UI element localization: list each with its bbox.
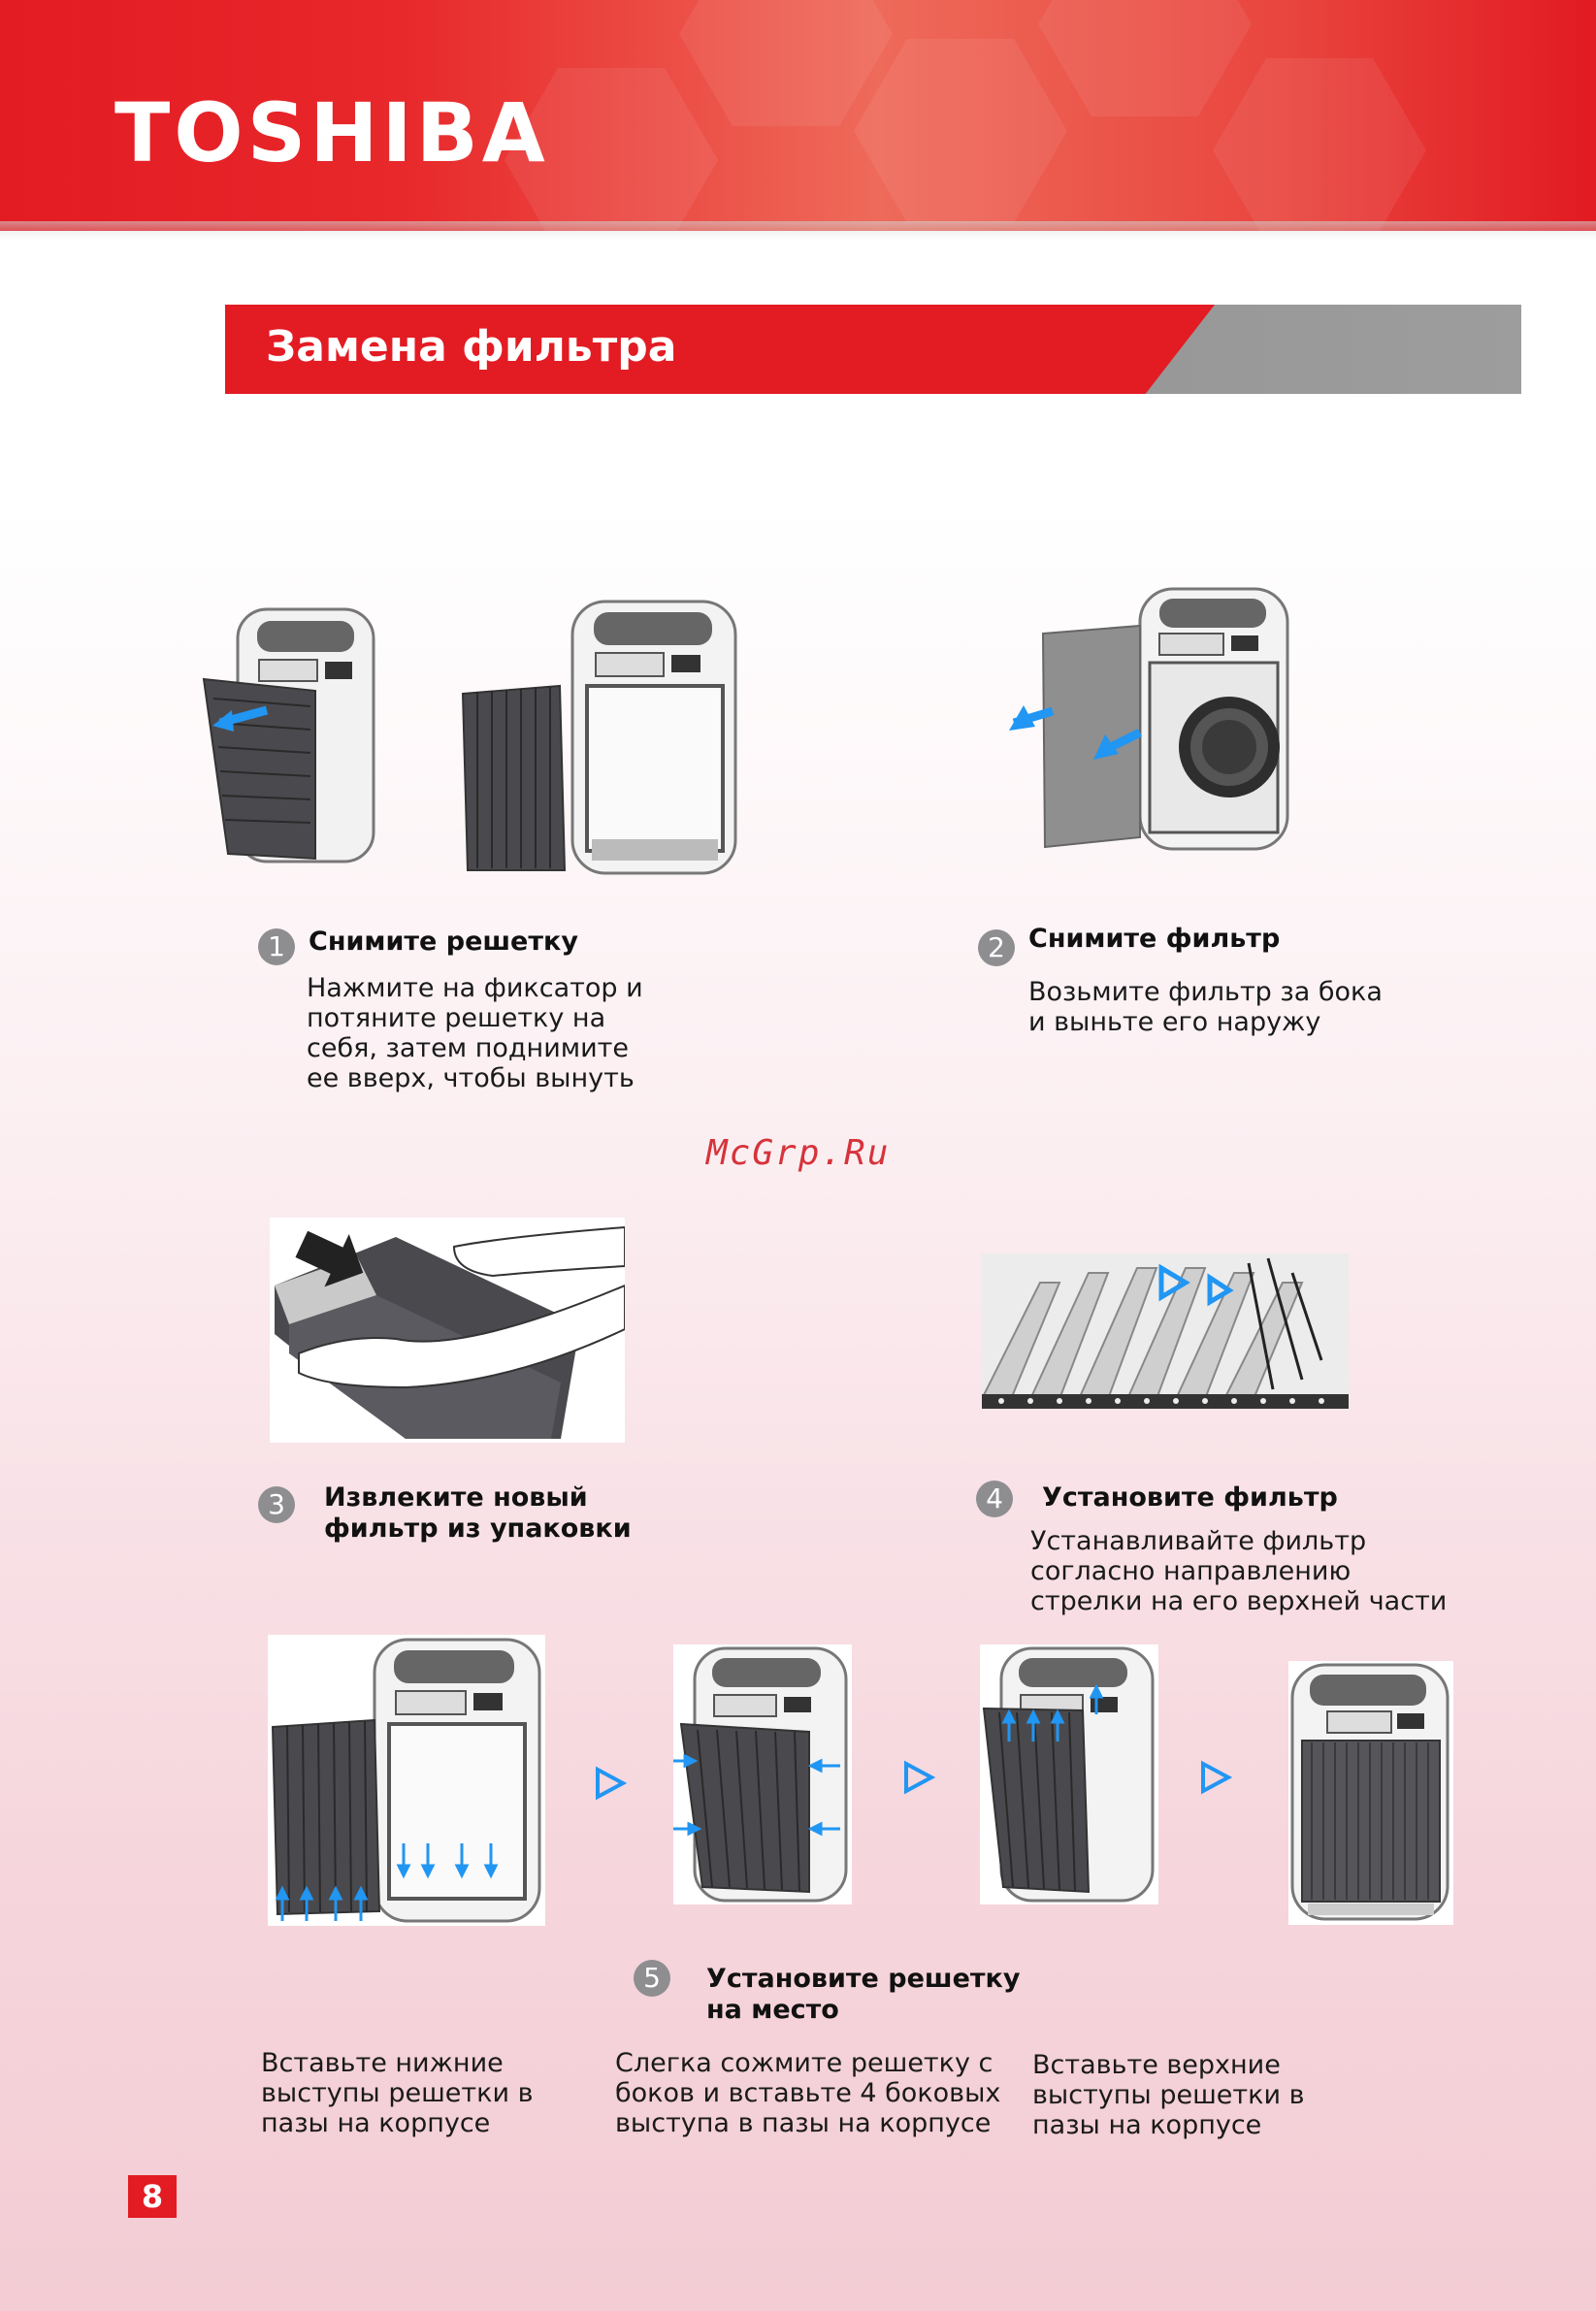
grille-top-insert-illustration bbox=[980, 1644, 1158, 1904]
watermark: McGrp.Ru bbox=[706, 1133, 891, 1173]
step-5c-description: Вставьте верхние выступы решетки в пазы … bbox=[1032, 2050, 1304, 2140]
pleated-filter-illustration bbox=[982, 1253, 1349, 1409]
grille-side-insert-illustration bbox=[673, 1644, 852, 1904]
step-1-desc-line: себя, затем поднимите bbox=[307, 1033, 630, 1063]
step-1-number: 1 bbox=[258, 928, 295, 965]
step-4-desc-line: стрелки на его верхней части bbox=[1030, 1586, 1448, 1616]
step-5-number: 5 bbox=[634, 1960, 670, 1997]
hands-unpacking-illustration bbox=[270, 1218, 625, 1443]
step-4-desc-line: согласно направлению bbox=[1030, 1556, 1352, 1586]
step-4-desc-line: Устанавливайте фильтр bbox=[1030, 1526, 1367, 1556]
next-arrow-icon bbox=[596, 1766, 627, 1801]
step-5a-desc-line: выступы решетки в bbox=[261, 2078, 534, 2108]
step-3-title: Извлеките новый фильтр из упаковки bbox=[324, 1482, 632, 1545]
step-5a-desc-line: Вставьте нижние bbox=[261, 2048, 504, 2078]
page-number: 8 bbox=[128, 2175, 177, 2218]
step-5b-desc-line: Слегка сожмите решетку с bbox=[615, 2048, 993, 2078]
hex-pattern bbox=[1038, 0, 1252, 116]
step-2-description: Возьмите фильтр за бока и выньте его нар… bbox=[1028, 977, 1383, 1037]
step-5c-desc-line: выступы решетки в bbox=[1032, 2080, 1305, 2110]
step-3-number: 3 bbox=[258, 1486, 295, 1523]
filter-removal-illustration bbox=[1009, 587, 1289, 851]
purifier-grille-release-illustration bbox=[202, 607, 375, 863]
step-2-title: Снимите фильтр bbox=[1028, 924, 1281, 954]
section-title-bar: Замена фильтра bbox=[225, 305, 1521, 394]
step-1-title: Снимите решетку bbox=[309, 927, 578, 957]
purifier-grille-removed-illustration bbox=[461, 600, 737, 875]
purifier-assembled-illustration bbox=[1288, 1661, 1453, 1925]
step-4-title: Установите фильтр bbox=[1042, 1482, 1338, 1513]
step-5c-desc-line: Вставьте верхние bbox=[1032, 2050, 1281, 2080]
step-1-desc-line: потяните решетку на bbox=[307, 1003, 606, 1033]
step-1-desc-line: Нажмите на фиксатор и bbox=[307, 973, 643, 1003]
step-5a-desc-line: пазы на корпусе bbox=[261, 2108, 491, 2138]
hex-pattern bbox=[1213, 58, 1426, 231]
step-1-desc-line: ее вверх, чтобы вынуть bbox=[307, 1063, 635, 1093]
section-title: Замена фильтра bbox=[266, 322, 677, 372]
step-4-number: 4 bbox=[976, 1481, 1013, 1517]
step-3-title-line: фильтр из упаковки bbox=[324, 1514, 632, 1544]
toshiba-logo: TOSHIBA bbox=[114, 85, 549, 180]
step-5b-desc-line: боков и вставьте 4 боковых bbox=[615, 2078, 1001, 2108]
step-5a-description: Вставьте нижние выступы решетки в пазы н… bbox=[261, 2048, 533, 2138]
step-4-description: Устанавливайте фильтр согласно направлен… bbox=[1030, 1526, 1447, 1616]
step-2-desc-line: и выньте его наружу bbox=[1028, 1007, 1321, 1037]
step-5-title: Установите решетку на место bbox=[706, 1964, 1020, 2026]
step-5c-desc-line: пазы на корпусе bbox=[1032, 2110, 1262, 2140]
header-shadow bbox=[0, 221, 1596, 241]
step-1-description: Нажмите на фиксатор и потяните решетку н… bbox=[307, 973, 643, 1093]
step-3-title-line: Извлеките новый bbox=[324, 1482, 588, 1513]
hex-pattern bbox=[679, 0, 893, 126]
step-5b-description: Слегка сожмите решетку с боков и вставьт… bbox=[615, 2048, 1000, 2138]
step-2-number: 2 bbox=[978, 929, 1015, 966]
step-2-desc-line: Возьмите фильтр за бока bbox=[1028, 977, 1383, 1007]
hex-pattern bbox=[854, 39, 1067, 223]
grille-bottom-insert-illustration bbox=[268, 1635, 545, 1926]
step-5-title-line: Установите решетку bbox=[706, 1964, 1021, 1994]
next-arrow-icon bbox=[904, 1760, 935, 1795]
header-band: TOSHIBA bbox=[0, 0, 1596, 231]
step-5b-desc-line: выступа в пазы на корпусе bbox=[615, 2108, 992, 2138]
next-arrow-icon bbox=[1201, 1760, 1232, 1795]
step-5-title-line: на место bbox=[706, 1995, 839, 2025]
